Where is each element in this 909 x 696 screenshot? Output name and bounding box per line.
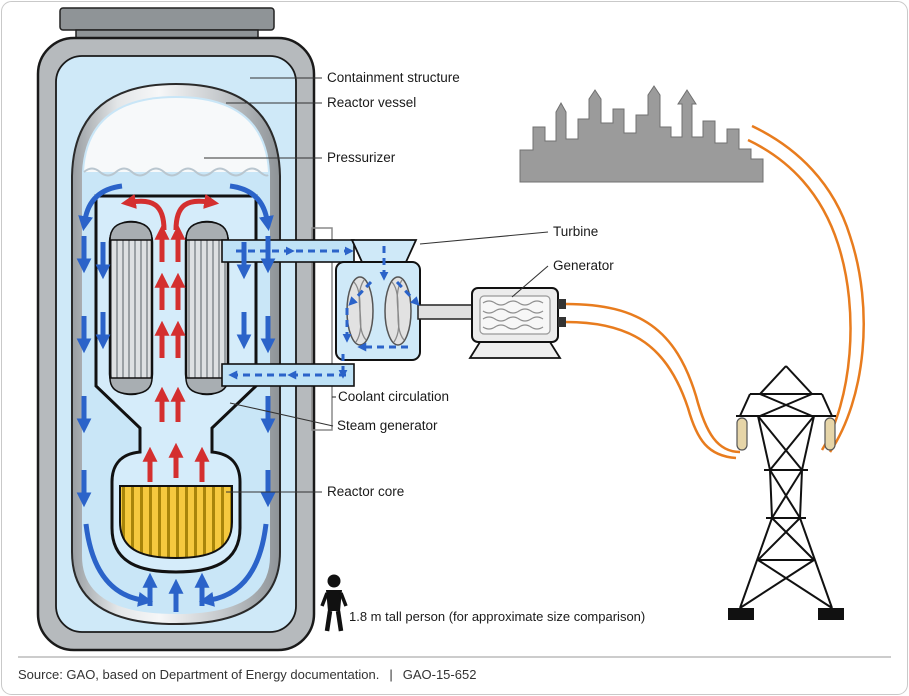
labels: Containment structure Reactor vessel Pre…	[327, 70, 614, 499]
label-turbine: Turbine	[553, 224, 598, 239]
label-containment-structure: Containment structure	[327, 70, 460, 85]
steam-generator-left-bottom-cap	[109, 377, 153, 395]
water-surface-wavy-line	[83, 167, 269, 177]
person-icon	[320, 574, 348, 632]
cold-leg-pipe	[221, 363, 355, 387]
report-id: GAO-15-652	[403, 667, 477, 682]
source-text: Source: GAO, based on Department of Ener…	[18, 667, 379, 682]
steam-loop-dashed-arrows	[228, 246, 420, 380]
city-skyline	[519, 85, 764, 183]
leader-generator	[511, 265, 549, 298]
turbine-generator-shaft	[417, 304, 477, 320]
transmission-tower	[728, 365, 844, 620]
steam-generator-left	[108, 220, 154, 396]
generator-terminal-bottom	[558, 317, 566, 327]
steam-generator-left-top-cap	[109, 221, 153, 241]
label-leader-lines	[204, 77, 549, 493]
label-reactor-vessel: Reactor vessel	[327, 95, 416, 110]
core-barrel-assembly	[94, 194, 258, 574]
generator-windings-frame	[479, 295, 551, 335]
turbine	[335, 239, 421, 361]
generator-windings	[482, 300, 544, 330]
label-steam-generator: Steam generator	[337, 418, 438, 433]
turbine-rotor-right	[384, 276, 412, 346]
label-reactor-core: Reactor core	[327, 484, 404, 499]
label-pressurizer: Pressurizer	[327, 150, 396, 165]
source-line: Source: GAO, based on Department of Ener…	[18, 667, 476, 682]
pressurizer-steam-dome	[84, 98, 268, 172]
power-line-city-1	[751, 124, 865, 453]
steam-generator-right-top-cap	[185, 221, 229, 241]
containment-cap-top	[59, 7, 275, 31]
person-size-note: 1.8 m tall person (for approximate size …	[349, 609, 645, 624]
generator	[468, 287, 566, 359]
leader-turbine	[419, 231, 549, 245]
power-line-generator-2	[565, 320, 737, 460]
power-lines	[565, 124, 865, 460]
tower-foot-left	[728, 608, 754, 620]
coolant-downcomer-arrows	[76, 183, 276, 612]
insulator-left	[736, 417, 748, 451]
generator-terminal-top	[558, 299, 566, 309]
label-generator: Generator	[553, 258, 614, 273]
label-coolant-circulation: Coolant circulation	[338, 389, 449, 404]
reactor-core-fuel	[119, 485, 233, 560]
tower-foot-right	[818, 608, 844, 620]
leader-steam-generator	[229, 402, 334, 427]
coolant-penetration-bracket	[311, 227, 333, 431]
power-line-city-2	[747, 138, 852, 451]
power-line-generator-1	[565, 302, 741, 454]
insulator-right	[824, 417, 836, 451]
source-separator: |	[389, 667, 392, 682]
turbine-rotor-left	[346, 276, 374, 346]
generator-base	[468, 341, 562, 359]
hot-coolant-arrows	[120, 194, 220, 482]
